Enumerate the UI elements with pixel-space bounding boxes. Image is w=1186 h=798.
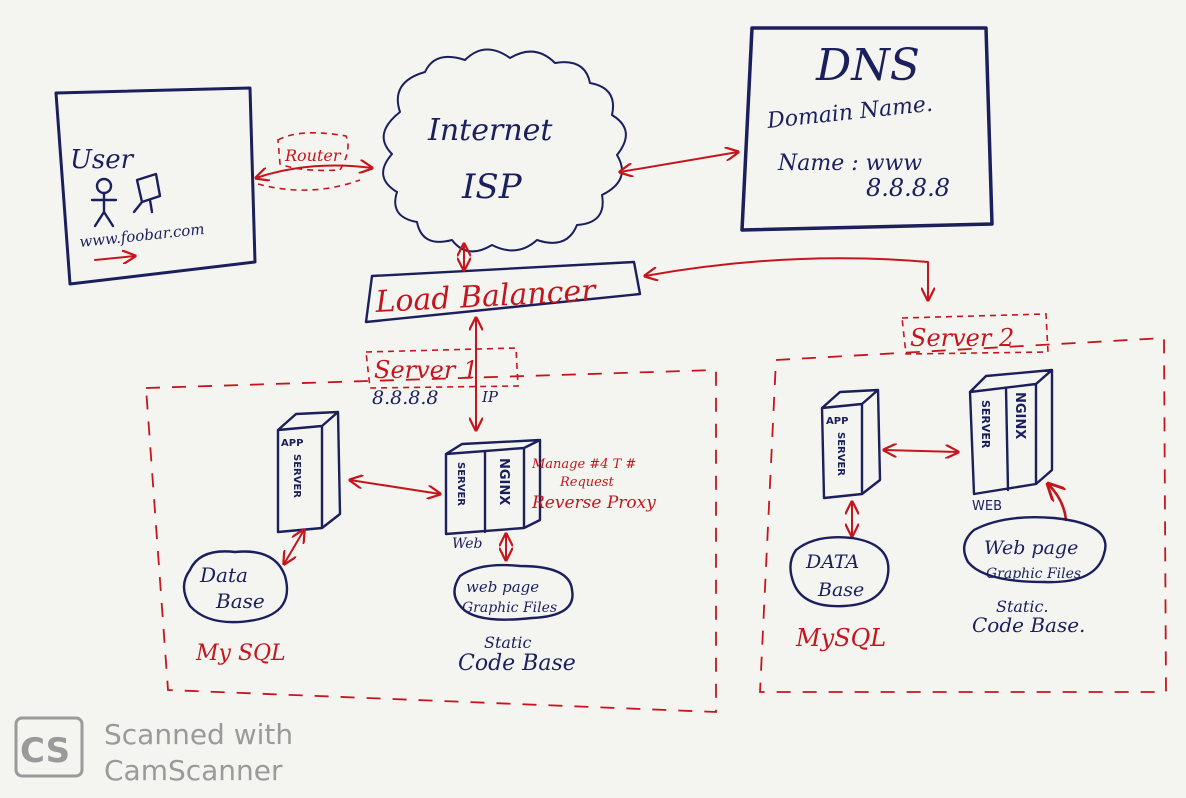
server1-static-caption1: Static [484,633,531,652]
server1-static-line2: Graphic Files [462,600,557,616]
server2-static-files: Web page Graphic Files Static. Code Base… [962,516,1107,637]
server2-static-line1: Web page [984,537,1078,559]
camscanner-logo-text: CS [20,731,70,771]
dns-ip: 8.8.8.8 [866,174,950,202]
user-box: User www.foobar.com [54,86,257,286]
server2-database: DATA Base MySQL [789,536,890,652]
dns-box: DNS Domain Name. Name : www 8.8.8.8 [740,26,994,232]
server1-db-line2: Base [215,589,265,613]
server1-zone: Server 1 8.8.8.8 IP APP SERVER SERVER NG… [145,347,717,713]
internet-label: Internet [427,113,553,148]
router-label: Router [284,146,342,165]
server1-nginx-label: NGINX [496,458,511,505]
server2-db-engine: MySQL [795,624,886,652]
server1-ip: 8.8.8.8 [372,387,438,409]
server1-web-server: SERVER NGINX Web [444,438,542,552]
server1-database: Data Base My SQL [182,550,289,666]
server1-web-caption: Web [452,536,483,552]
load-balancer-label: Load Balancer [374,273,598,320]
server2-app-server: APP SERVER [820,388,882,500]
server2-app-web-arrow [884,450,958,452]
user-router-arrow [256,166,372,178]
server1-db-engine: My SQL [195,641,286,666]
server1-ip-tag: IP [481,388,499,406]
camscanner-logo-icon [14,716,84,778]
server1-app-web-arrow [350,480,440,494]
server1-static-line1: web page [466,578,539,596]
server2-static-caption1: Static. [996,597,1049,616]
server2-app-label: APP [826,416,848,427]
server2-static-line2: Graphic Files [986,566,1081,582]
user-url: www.foobar.com [79,220,206,251]
watermark-line2: CamScanner [104,754,283,787]
server2-label: Server 2 [910,324,1014,352]
server1-web-server-label: SERVER [455,462,466,506]
user-title: User [70,145,135,175]
dns-subtitle: Domain Name. [765,92,934,134]
isp-label: ISP [461,167,523,207]
server2-nginx-label: NGINX [1012,392,1027,439]
server1-label: Server 1 [374,356,478,384]
nginx-note-line2: Request [559,475,615,490]
user-stick-figure-icon [90,177,118,228]
server1-app-label: APP [281,438,303,449]
server1-db-line1: Data [199,563,248,587]
server2-static-caption2: Code Base. [972,613,1085,637]
dns-name-line: Name : www [777,151,922,176]
isp-dns-arrow [620,152,738,172]
dns-title: DNS [815,40,920,91]
server1-app-vertical-label: SERVER [291,454,302,498]
router: Router [256,132,372,191]
camscanner-watermark: CS Scanned with CamScanner [14,716,293,787]
server1-static-caption2: Code Base [458,651,576,676]
server1-app-db-arrow [284,530,304,564]
internet-cloud: Internet ISP [382,48,627,253]
lb-server2-arrow [645,257,928,300]
server2-db-line1: DATA [805,551,859,573]
server2-db-line2: Base [817,579,864,601]
server1-static-files: web page Graphic Files Static Code Base [453,563,576,676]
server2-web-caption: WEB [972,499,1002,514]
server1-nginx-note: Manage #4 T # Request Reverse Proxy [531,457,656,513]
server2-zone: Server 2 APP SERVER SERVER NGINX WEB DAT… [759,313,1167,693]
nginx-note-line3: Reverse Proxy [531,493,656,513]
server2-web-static-arrow [1048,484,1068,522]
load-balancer: Load Balancer [364,260,642,324]
watermark-line1: Scanned with [104,718,293,751]
computer-icon [132,172,162,214]
server1-app-server: APP SERVER [276,410,342,534]
server2-app-vertical-label: SERVER [835,432,846,476]
server2-web-server-label: SERVER [979,400,992,449]
nginx-note-line1: Manage #4 T # [531,457,636,472]
server2-web-server: SERVER NGINX WEB [968,368,1054,514]
